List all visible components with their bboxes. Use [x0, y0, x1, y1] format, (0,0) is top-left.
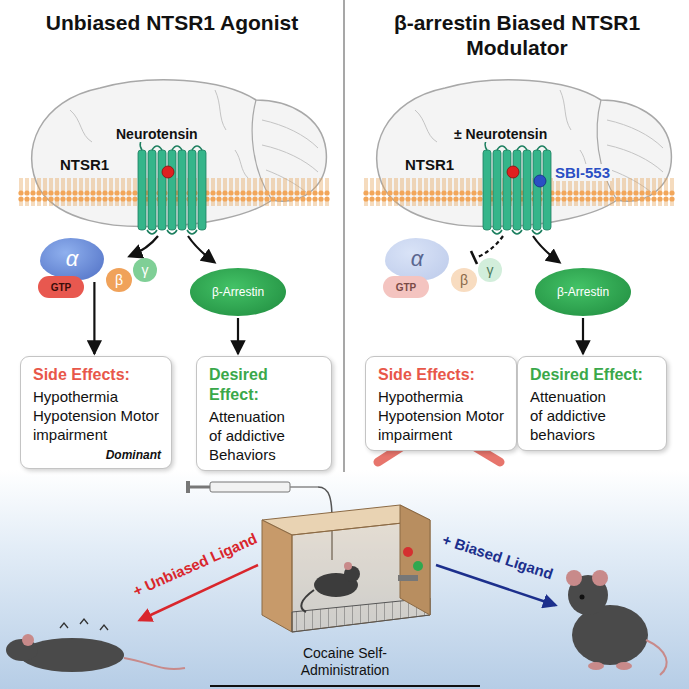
arrow-connector — [237, 318, 239, 354]
arrow-connector — [93, 282, 95, 354]
node-heading: α — [66, 246, 79, 272]
node-heading: GTP — [51, 282, 72, 293]
part-label: NTSR1 — [403, 156, 456, 173]
node-heading: GTP — [396, 282, 417, 293]
node-heading: Cocaine Self-Administration — [275, 645, 415, 679]
effect-box: Side Effects:Hypothermia Hypotension Mot… — [20, 356, 172, 469]
node-heading: β — [115, 272, 123, 288]
g-alpha-subunit: α — [385, 238, 449, 280]
part-label: ± Neurotensin — [452, 126, 549, 142]
panel: β-arrestin Biased NTSR1 Modulator αGTP β γ β… — [345, 0, 689, 472]
node-heading: Side Effects: — [33, 365, 161, 385]
g-gamma-subunit: γ — [133, 258, 157, 282]
node-heading: Side Effects: — [378, 365, 506, 385]
effect-box: Desired Effect:Attenuation of addictive … — [517, 356, 667, 451]
node-heading: Desired Effect: — [530, 365, 656, 385]
node-text: Attenuation of addictive Behaviors — [209, 407, 301, 464]
node-text: Hypothermia Hypotension Motor impairment — [378, 387, 506, 444]
cage-node: Cocaine Self-Administration — [240, 495, 450, 685]
node-heading: β-Arrestin — [557, 285, 609, 299]
effect-box: Side Effects:Hypothermia Hypotension Mot… — [365, 356, 517, 451]
part-label: NTSR1 — [58, 156, 111, 173]
node-heading: β — [460, 272, 468, 288]
node-heading: Desired Effect: — [209, 365, 321, 405]
part-label: SBI-553 — [553, 164, 612, 181]
node-heading: β-arrestin Biased NTSR1 Modulator — [382, 10, 652, 60]
g-alpha-subunit: α — [40, 238, 104, 280]
g-beta-subunit: β — [106, 268, 132, 292]
node-heading: γ — [142, 262, 149, 278]
g-gamma-subunit: γ — [478, 258, 502, 282]
node-heading: β-Arrestin — [212, 285, 264, 299]
gtp-blob: GTP — [383, 276, 429, 298]
node-text: Attenuation of addictive behaviors — [530, 387, 622, 444]
arrestin-ellipse: β-Arrestin — [190, 268, 286, 316]
part-label: Neurotensin — [114, 126, 200, 142]
g-beta-subunit: β — [451, 268, 477, 292]
node-heading: Unbiased NTSR1 Agonist — [37, 10, 307, 35]
effect-box: Desired Effect:Attenuation of addictive … — [196, 356, 332, 471]
arrow-label: + Unbiased Ligand — [130, 530, 259, 600]
panel: Unbiased NTSR1 Agonist αGTP β γ β-ArrestinSi… — [0, 0, 344, 472]
node-heading: α — [411, 246, 424, 272]
node-text: Hypothermia Hypotension Motor impairment — [33, 387, 161, 444]
node-text: Dominant — [33, 448, 161, 462]
arrow-label: + Biased Ligand — [440, 531, 555, 583]
gtp-blob: GTP — [38, 276, 84, 298]
arrestin-ellipse: β-Arrestin — [535, 268, 631, 316]
node-heading: γ — [487, 262, 494, 278]
arrow-connector — [582, 318, 584, 354]
